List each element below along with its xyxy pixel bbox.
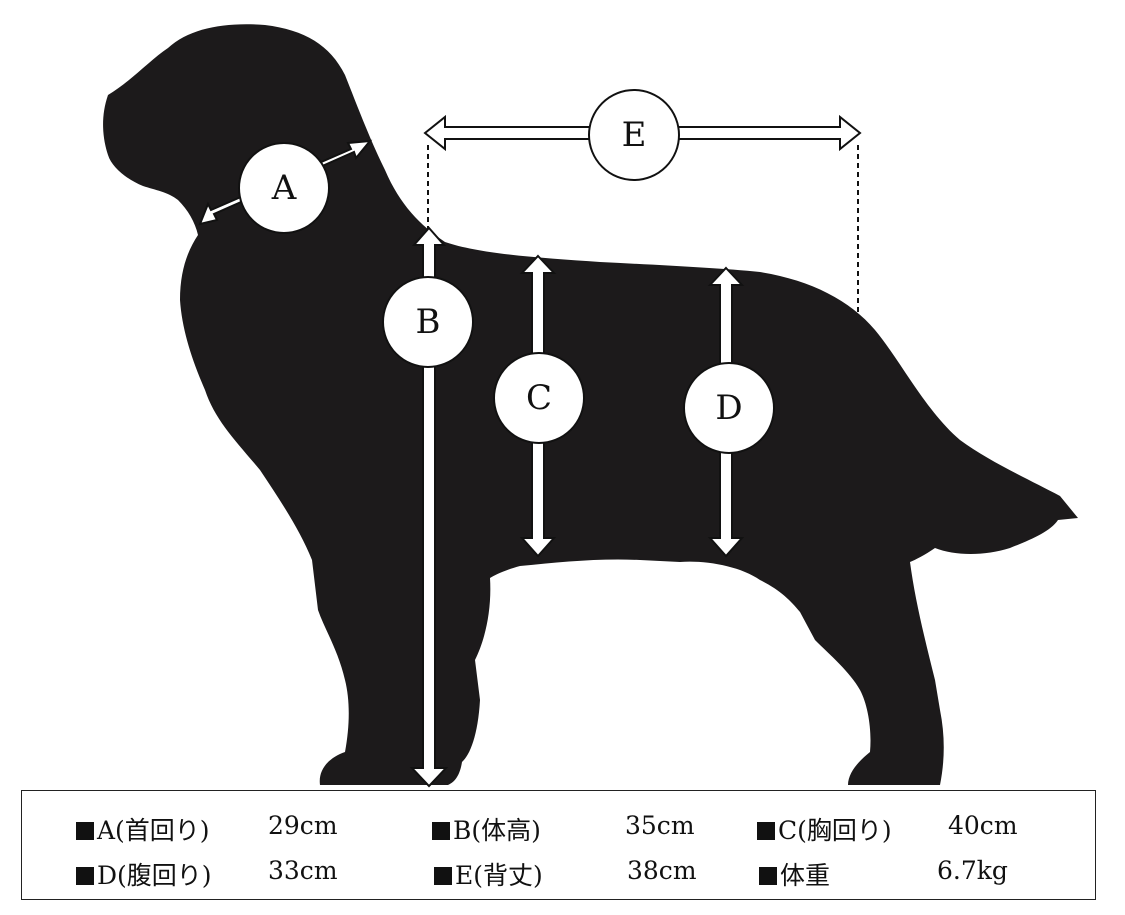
measurement-legend: A(首回り) 29cm B(体高) 35cm C(胸回り) 40cm D(腹回り… — [21, 790, 1096, 900]
legend-value-weight: 6.7kg — [937, 856, 1008, 885]
square-bullet-icon — [434, 867, 452, 885]
legend-label-e: E(背丈) — [455, 861, 543, 890]
marker-a: A — [238, 142, 330, 234]
legend-label-weight: 体重 — [780, 861, 831, 890]
legend-label-c: C(胸回り) — [778, 816, 892, 845]
square-bullet-icon — [76, 867, 94, 885]
marker-e: E — [588, 89, 680, 181]
svg-text:A: A — [271, 168, 297, 208]
legend-value-c: 40cm — [948, 811, 1018, 840]
legend-value-d: 33cm — [268, 856, 338, 885]
marker-c: C — [493, 352, 585, 444]
svg-text:D: D — [715, 388, 742, 428]
svg-text:E: E — [622, 115, 647, 155]
legend-value-a: 29cm — [268, 811, 338, 840]
legend-label-a: A(首回り) — [97, 816, 210, 845]
legend-item-a: A(首回り) — [76, 811, 210, 847]
legend-value-e: 38cm — [627, 856, 697, 885]
legend-item-d: D(腹回り) — [76, 856, 212, 892]
legend-item-b: B(体高) — [432, 811, 541, 847]
arrow-b — [409, 226, 449, 788]
square-bullet-icon — [432, 822, 450, 840]
marker-d: D — [683, 362, 775, 454]
legend-value-b: 35cm — [625, 811, 695, 840]
marker-b: B — [382, 276, 474, 368]
square-bullet-icon — [759, 867, 777, 885]
legend-item-e: E(背丈) — [434, 856, 543, 892]
square-bullet-icon — [76, 822, 94, 840]
legend-label-b: B(体高) — [453, 816, 541, 845]
legend-label-d: D(腹回り) — [97, 861, 212, 890]
legend-item-weight: 体重 — [759, 856, 830, 892]
legend-item-c: C(胸回り) — [757, 811, 892, 847]
square-bullet-icon — [757, 822, 775, 840]
dog-silhouette — [103, 24, 1079, 786]
svg-text:B: B — [416, 302, 441, 342]
svg-text:C: C — [526, 378, 552, 418]
